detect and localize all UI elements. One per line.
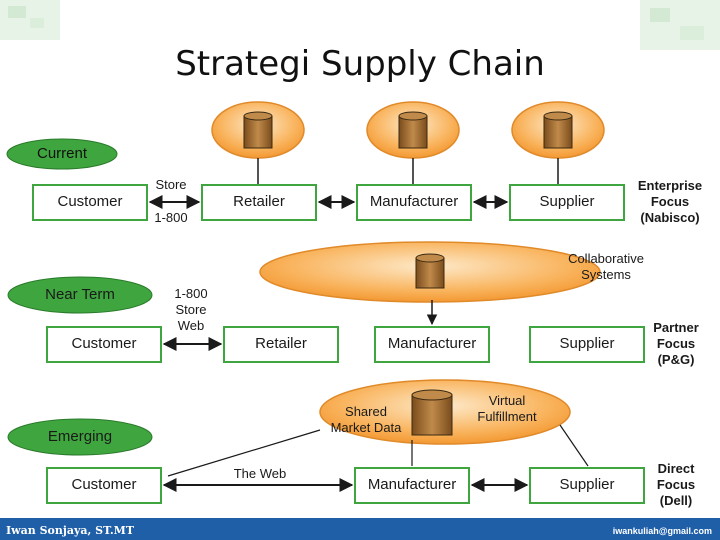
current-retailer-box	[201, 184, 317, 221]
corner-decoration-right	[640, 0, 720, 50]
current-manufacturer-text: Manufacturer	[369, 193, 459, 210]
cloud-supplier-top	[511, 101, 605, 159]
cloud-retailer-top	[211, 101, 305, 159]
near-manufacturer-box	[374, 326, 490, 363]
current-channel-store: Store	[155, 177, 187, 192]
collaborative-cloud	[259, 241, 601, 303]
current-customer-box	[32, 184, 148, 221]
near-customer-box	[46, 326, 162, 363]
footer-author: Iwan Sonjaya, ST.MT	[6, 524, 135, 537]
near-retailer-text: Retailer	[255, 335, 307, 352]
emerging-manufacturer-box	[354, 467, 470, 504]
emerging-manufacturer-text: Manufacturer	[367, 476, 457, 493]
emerging-customer-box	[46, 467, 162, 504]
corner-decoration-left	[0, 0, 60, 40]
emerging-supplier-box	[529, 467, 645, 504]
near-retailer-box	[223, 326, 339, 363]
near-customer-text: Customer	[71, 335, 137, 352]
current-supplier-box	[509, 184, 625, 221]
footer-email: iwankuliah@gmail.com	[612, 526, 712, 536]
current-customer-text: Customer	[57, 193, 123, 210]
current-retailer-text: Retailer	[233, 193, 285, 210]
near-term-ellipse	[7, 276, 153, 314]
near-manufacturer-text: Manufacturer	[387, 335, 477, 352]
near-term-label: Near Term	[45, 286, 115, 303]
cloud-manufacturer-top	[366, 101, 460, 159]
near-channel-text: 1-800 Store Web	[174, 286, 208, 333]
footer-bar	[0, 518, 720, 540]
shared-data-supplier-link	[559, 424, 589, 467]
emerging-supplier-text: Supplier	[559, 476, 615, 493]
collaborative-systems-text: Collaborative Systems	[568, 251, 644, 282]
near-focus-text: Partner Focus (P&G)	[653, 320, 699, 367]
current-ellipse	[6, 138, 118, 170]
current-label: Current	[36, 145, 88, 162]
virtual-fulfillment-text: Virtual Fulfillment	[477, 393, 537, 424]
emerging-channel-text: The Web	[233, 466, 287, 481]
near-supplier-text: Supplier	[559, 335, 615, 352]
shared-data-customer-link	[167, 429, 321, 477]
page-title: Strategi Supply Chain	[175, 44, 545, 84]
current-channel-phone: 1-800	[154, 210, 188, 225]
emerging-label: Emerging	[47, 428, 113, 445]
emerging-focus-text: Direct Focus (Dell)	[656, 461, 696, 508]
current-manufacturer-box	[356, 184, 472, 221]
shared-market-data-text: Shared Market Data	[330, 404, 402, 435]
current-supplier-text: Supplier	[539, 193, 595, 210]
emerging-ellipse	[7, 418, 153, 456]
shared-market-data-cloud	[319, 379, 571, 445]
current-focus-text: Enterprise Focus (Nabisco)	[637, 178, 703, 225]
emerging-customer-text: Customer	[71, 476, 137, 493]
near-supplier-box	[529, 326, 645, 363]
